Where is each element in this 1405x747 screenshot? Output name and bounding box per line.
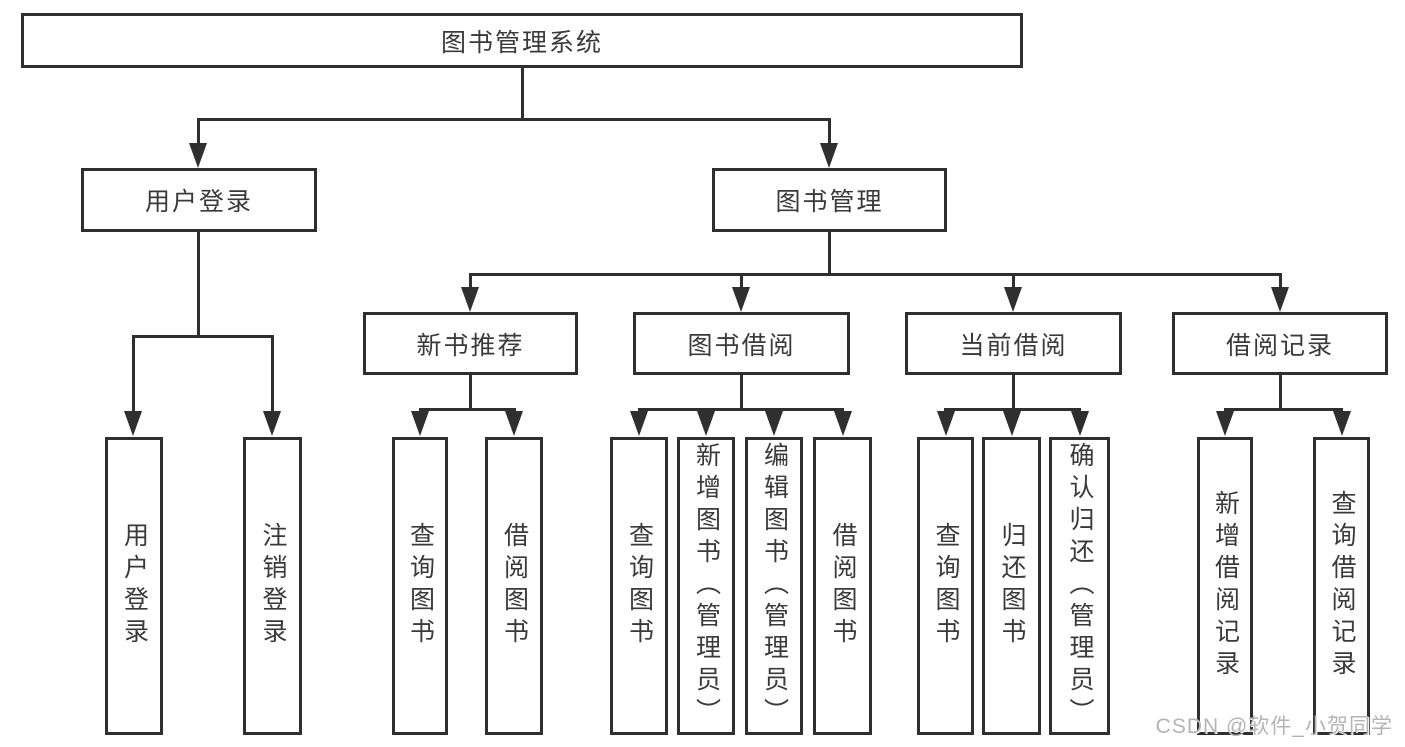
node-label: 查询图书 [625, 522, 654, 650]
arrow-down-icon [1004, 287, 1022, 312]
arrow-down-icon [937, 411, 955, 436]
leaf-confirm-return-admin: 确认归还（管理员） [1049, 437, 1110, 735]
connector-line [1279, 374, 1282, 408]
leaf-borrow-books-borrowing: 借阅图书 [813, 437, 872, 735]
arrow-down-icon [411, 411, 429, 436]
arrow-down-icon [630, 411, 648, 436]
arrow-down-icon [461, 287, 479, 312]
node-label: 用户登录 [120, 522, 149, 650]
arrow-down-icon [765, 411, 783, 436]
connector-line [469, 273, 472, 289]
leaf-query-books-borrowing: 查询图书 [610, 437, 668, 735]
connector-line [1012, 374, 1015, 408]
connector-line [740, 374, 743, 408]
node-borrowing-records: 借阅记录 [1172, 312, 1388, 375]
arrow-down-icon [1216, 411, 1234, 436]
arrow-down-icon [505, 411, 523, 436]
leaf-query-books-current: 查询图书 [917, 437, 974, 735]
arrow-down-icon [1333, 411, 1351, 436]
node-label: 查询图书 [406, 522, 435, 650]
connector-line [521, 68, 524, 118]
node-new-book-recommendation: 新书推荐 [363, 312, 578, 375]
leaf-edit-books-admin: 编辑图书（管理员） [745, 437, 803, 735]
arrow-down-icon [1271, 287, 1289, 312]
arrow-down-icon [189, 143, 207, 168]
node-label: 注销登录 [259, 522, 287, 650]
connector-line [469, 273, 1281, 276]
csdn-watermark: CSDN @软件_小贺同学 [1155, 715, 1393, 738]
leaf-user-login: 用户登录 [105, 437, 163, 735]
node-label: 确认归还（管理员） [1066, 442, 1094, 730]
node-user-login-module: 用户登录 [81, 168, 317, 232]
leaf-borrow-books-recommend: 借阅图书 [485, 437, 543, 735]
connector-line [419, 408, 516, 411]
connector-line [828, 231, 831, 273]
node-label: 当前借阅 [959, 331, 1068, 360]
node-label: 图书借阅 [687, 331, 796, 360]
node-book-borrowing: 图书借阅 [633, 312, 850, 375]
node-label: 借阅图书 [829, 522, 857, 650]
leaf-query-books-recommend: 查询图书 [392, 437, 448, 735]
node-label: 用户登录 [144, 188, 253, 216]
connector-line [197, 118, 200, 145]
leaf-logout: 注销登录 [243, 437, 302, 735]
connector-line [132, 335, 274, 338]
connector-line [197, 231, 200, 335]
node-label: 新书推荐 [416, 331, 525, 360]
arrow-down-icon [697, 411, 715, 436]
node-label: 新增图书（管理员） [692, 442, 721, 730]
connector-line [132, 335, 135, 411]
connector-line [740, 273, 743, 289]
arrow-down-icon [1003, 411, 1021, 436]
leaf-query-borrow-record: 查询借阅记录 [1313, 437, 1370, 735]
node-root-library-management-system: 图书管理系统 [21, 13, 1023, 68]
node-label: 归还图书 [998, 522, 1026, 650]
arrow-down-icon [820, 143, 838, 168]
connector-line [1279, 273, 1282, 289]
connector-line [944, 408, 1081, 411]
node-label: 图书管理系统 [440, 28, 603, 57]
node-label: 新增借阅记录 [1211, 490, 1240, 682]
node-current-borrowing: 当前借阅 [905, 312, 1122, 375]
arrow-down-icon [124, 411, 142, 436]
arrow-down-icon [834, 411, 852, 436]
connector-line [638, 408, 844, 411]
node-label: 图书管理 [775, 188, 884, 216]
leaf-return-books: 归还图书 [982, 437, 1041, 735]
leaf-add-borrow-record: 新增借阅记录 [1197, 437, 1253, 735]
node-label: 编辑图书（管理员） [760, 442, 789, 730]
connector-line [271, 335, 274, 411]
node-label: 查询图书 [932, 522, 960, 650]
node-label: 借阅记录 [1225, 331, 1334, 360]
leaf-add-books-admin: 新增图书（管理员） [677, 437, 735, 735]
connector-line [197, 118, 831, 121]
connector-line [828, 118, 831, 145]
arrow-down-icon [1071, 411, 1089, 436]
connector-line [1224, 408, 1343, 411]
connector-line [1012, 273, 1015, 289]
node-label: 查询借阅记录 [1328, 490, 1356, 682]
node-book-management-module: 图书管理 [712, 168, 947, 232]
connector-line [469, 374, 472, 408]
arrow-down-icon [732, 287, 750, 312]
node-label: 借阅图书 [500, 522, 529, 650]
arrow-down-icon [263, 411, 281, 436]
